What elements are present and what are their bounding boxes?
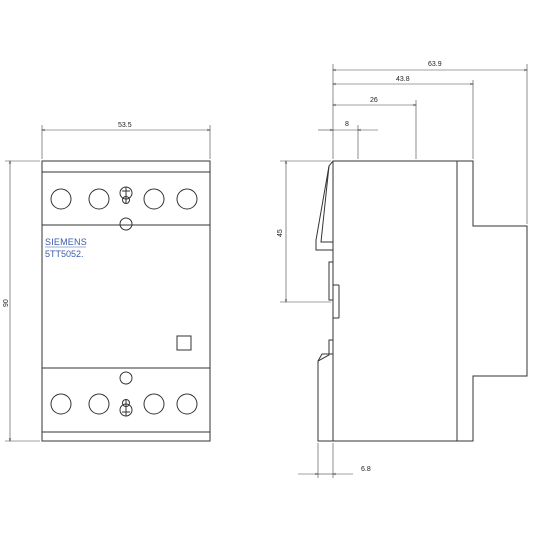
- front-height-label: 90: [3, 299, 10, 307]
- brand-label: SIEMENS: [45, 237, 87, 247]
- dimension-front-height: 90: [3, 161, 40, 441]
- dimension-height-45: 45: [277, 161, 331, 302]
- bottom-6-8-label: 6.8: [361, 466, 371, 473]
- side-view: 63.9 43.8 26 8 45: [277, 61, 528, 478]
- front-outline: [41, 160, 211, 442]
- terminal-screw-icon: [176, 393, 198, 415]
- total-depth-label: 63.9: [428, 61, 442, 68]
- side-cover-step: [457, 160, 528, 442]
- terminal-screw-icon: [50, 393, 72, 415]
- front-width-label: 53.5: [118, 122, 132, 129]
- terminal-screw-icon: [88, 188, 110, 210]
- dimension-depth-8: 8: [318, 121, 378, 159]
- side-body-outline: [332, 160, 458, 442]
- terminal-screw-icon: [50, 188, 72, 210]
- depth-43-8-label: 43.8: [396, 76, 410, 83]
- dimension-depth-43-8: 43.8: [333, 76, 473, 159]
- indicator-window: [176, 335, 192, 351]
- terminal-screw-icon: [176, 188, 198, 210]
- dimension-total-depth: 63.9: [333, 61, 527, 224]
- height-45-label: 45: [277, 229, 284, 237]
- dimension-depth-26: 26: [333, 97, 416, 159]
- front-view: SIEMENS 5TT5052. 53.5 90: [3, 122, 211, 442]
- busbar-screw-icon: [119, 186, 133, 204]
- terminal-screw-icon: [143, 393, 165, 415]
- model-label: 5TT5052.: [45, 249, 84, 259]
- dimension-bottom-6-8: 6.8: [298, 443, 371, 478]
- release-knob-icon: [119, 217, 133, 231]
- terminal-screw-icon: [143, 188, 165, 210]
- dimension-front-width: 53.5: [42, 122, 210, 159]
- release-knob-icon: [119, 371, 133, 385]
- depth-26-label: 26: [370, 97, 378, 104]
- terminal-screw-icon: [88, 393, 110, 415]
- din-clip-profile: [315, 160, 334, 442]
- busbar-screw-icon: [119, 399, 133, 417]
- depth-8-label: 8: [345, 121, 349, 128]
